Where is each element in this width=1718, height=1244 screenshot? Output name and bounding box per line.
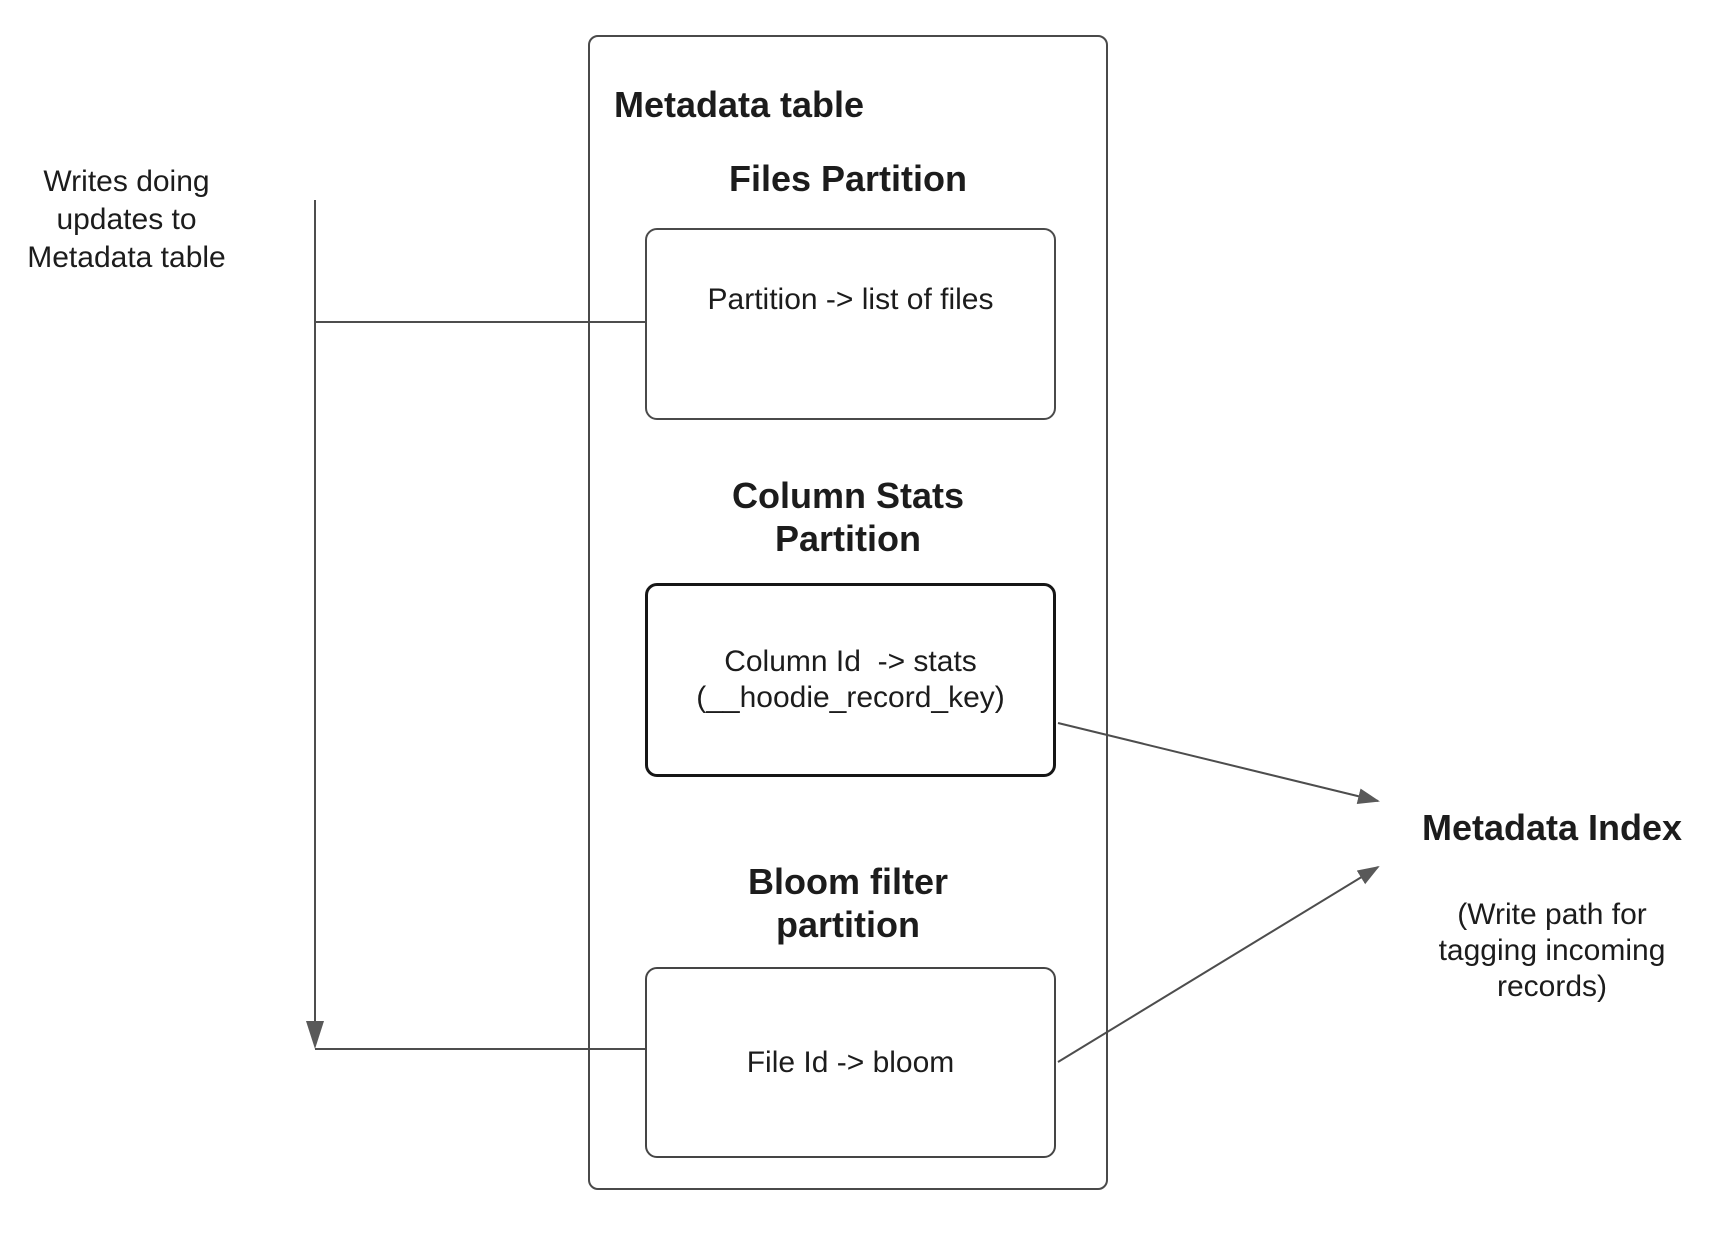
files-partition-box-text: Partition -> list of files bbox=[707, 283, 994, 316]
bloom-filter-partition-box-text: File Id -> bloom bbox=[746, 1045, 955, 1079]
writes-note: Writes doing updates to Metadata table bbox=[27, 165, 226, 274]
metadata-index-label: Metadata Index (Write path for tagging i… bbox=[1392, 806, 1712, 1005]
column-stats-partition-box: Column Id -> stats (__hoodie_record_key) bbox=[645, 583, 1056, 777]
metadata-index-subtitle: (Write path for tagging incoming records… bbox=[1438, 898, 1666, 1003]
files-partition-box: Partition -> list of files bbox=[645, 228, 1056, 420]
metadata-table-title: Metadata table bbox=[614, 84, 865, 125]
column-stats-partition-box-text: Column Id -> stats (__hoodie_record_key) bbox=[696, 645, 1005, 714]
bloom-filter-partition-box: File Id -> bloom bbox=[645, 967, 1056, 1158]
files-partition-heading: Files Partition bbox=[728, 158, 968, 199]
column-stats-partition-heading: Column Stats Partition bbox=[731, 475, 964, 559]
bloom-filter-partition-heading: Bloom filter partition bbox=[747, 861, 948, 945]
metadata-table-container: Metadata table Files Partition Partition… bbox=[588, 35, 1108, 1190]
metadata-index-title: Metadata Index bbox=[1421, 807, 1683, 848]
down-arrowhead-icon bbox=[306, 1021, 324, 1049]
